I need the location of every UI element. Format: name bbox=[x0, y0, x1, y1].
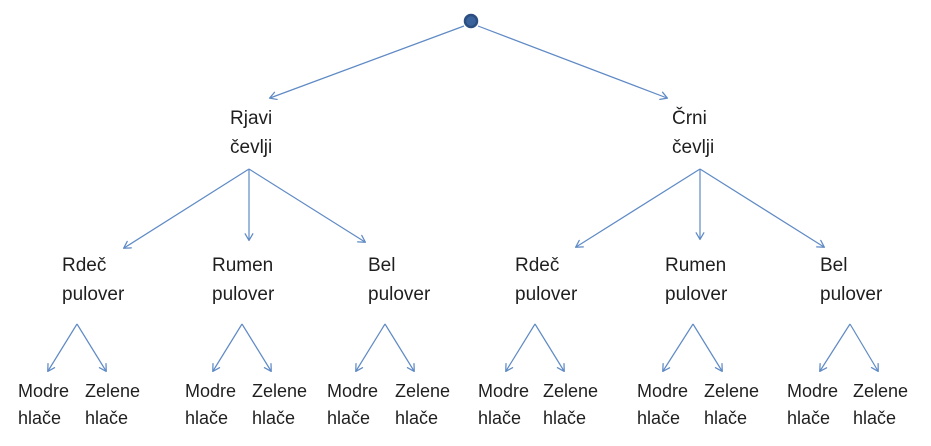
node-label-modre-hlace-1: Modre hlače bbox=[18, 378, 69, 432]
node-label-modre-hlace-4: Modre hlače bbox=[478, 378, 529, 432]
node-label-modre-hlace-5: Modre hlače bbox=[637, 378, 688, 432]
label-line: hlače bbox=[185, 408, 229, 428]
arrow-bel1-to-zelene bbox=[384, 323, 415, 373]
arrow-rumen2-to-modre bbox=[662, 323, 694, 373]
label-line: pulover bbox=[368, 284, 431, 305]
label-line: pulover bbox=[62, 284, 125, 305]
label-line: Zelene bbox=[85, 381, 141, 401]
label-line: pulover bbox=[820, 284, 883, 305]
label-line: hlače bbox=[18, 408, 62, 428]
label-line: hlače bbox=[252, 408, 296, 428]
root-node bbox=[463, 13, 479, 29]
label-line: Rdeč bbox=[62, 255, 107, 276]
arrow-root-to-crni bbox=[477, 25, 669, 100]
label-line: hlače bbox=[853, 408, 897, 428]
label-line: hlače bbox=[787, 408, 831, 428]
node-label-zelene-hlace-6: Zelene hlače bbox=[853, 378, 908, 432]
node-label-zelene-hlace-1: Zelene hlače bbox=[85, 378, 140, 432]
node-label-bel-pulover-1: Bel pulover bbox=[368, 251, 430, 309]
label-line: hlače bbox=[395, 408, 439, 428]
node-label-modre-hlace-3: Modre hlače bbox=[327, 378, 378, 432]
label-line: hlače bbox=[637, 408, 681, 428]
arrow-bel1-to-modre bbox=[355, 323, 386, 373]
label-line: Zelene bbox=[853, 381, 909, 401]
label-line: hlače bbox=[543, 408, 587, 428]
arrow-rdec2-to-zelene bbox=[534, 323, 565, 373]
label-line: hlače bbox=[478, 408, 522, 428]
node-label-rdec-pulover-2: Rdeč pulover bbox=[515, 251, 577, 309]
label-line: Modre bbox=[18, 381, 70, 401]
label-line: Zelene bbox=[543, 381, 599, 401]
node-label-rjavi-cevlji: Rjavi čevlji bbox=[230, 104, 272, 162]
label-line: pulover bbox=[515, 284, 578, 305]
arrow-rdec1-to-modre bbox=[47, 323, 78, 373]
node-label-crni-cevlji: Črni čevlji bbox=[672, 104, 714, 162]
arrow-crni-to-bel bbox=[699, 168, 826, 248]
label-line: Zelene bbox=[395, 381, 451, 401]
arrow-rjavi-to-bel bbox=[248, 168, 367, 243]
arrow-crni-to-rdec bbox=[574, 168, 701, 248]
arrow-rumen1-to-modre bbox=[212, 323, 243, 373]
node-label-zelene-hlace-2: Zelene hlače bbox=[252, 378, 307, 432]
label-line: Modre bbox=[327, 381, 379, 401]
arrow-bel2-to-modre bbox=[819, 323, 851, 373]
label-line: Zelene bbox=[252, 381, 308, 401]
arrow-rdec1-to-zelene bbox=[76, 323, 107, 373]
label-line: Zelene bbox=[704, 381, 760, 401]
label-line: Rjavi bbox=[230, 108, 273, 129]
connector-lines bbox=[47, 25, 879, 373]
node-label-rumen-pulover-2: Rumen pulover bbox=[665, 251, 727, 309]
label-line: pulover bbox=[212, 284, 275, 305]
arrow-root-to-rjavi bbox=[268, 25, 465, 101]
arrow-rumen1-to-zelene bbox=[241, 323, 272, 373]
arrow-bel2-to-zelene bbox=[849, 323, 879, 373]
arrow-rjavi-to-rdec bbox=[122, 168, 250, 249]
arrow-rdec2-to-modre bbox=[505, 323, 536, 373]
label-line: pulover bbox=[665, 284, 728, 305]
node-label-bel-pulover-2: Bel pulover bbox=[820, 251, 882, 309]
node-label-modre-hlace-6: Modre hlače bbox=[787, 378, 838, 432]
label-line: Bel bbox=[820, 255, 848, 276]
label-line: Modre bbox=[185, 381, 237, 401]
label-line: hlače bbox=[85, 408, 129, 428]
label-line: Rumen bbox=[665, 255, 727, 276]
node-label-rumen-pulover-1: Rumen pulover bbox=[212, 251, 274, 309]
label-line: hlače bbox=[327, 408, 371, 428]
node-label-zelene-hlace-4: Zelene hlače bbox=[543, 378, 598, 432]
label-line: Bel bbox=[368, 255, 396, 276]
node-label-rdec-pulover-1: Rdeč pulover bbox=[62, 251, 124, 309]
node-label-zelene-hlace-3: Zelene hlače bbox=[395, 378, 450, 432]
label-line: čevlji bbox=[230, 137, 273, 158]
label-line: Rdeč bbox=[515, 255, 560, 276]
label-line: čevlji bbox=[672, 137, 715, 158]
label-line: Modre bbox=[637, 381, 689, 401]
label-line: Modre bbox=[478, 381, 530, 401]
node-label-modre-hlace-2: Modre hlače bbox=[185, 378, 236, 432]
label-line: Modre bbox=[787, 381, 839, 401]
arrow-rumen2-to-zelene bbox=[692, 323, 723, 373]
label-line: Rumen bbox=[212, 255, 274, 276]
label-line: Črni bbox=[672, 108, 707, 129]
label-line: hlače bbox=[704, 408, 748, 428]
node-label-zelene-hlace-5: Zelene hlače bbox=[704, 378, 759, 432]
